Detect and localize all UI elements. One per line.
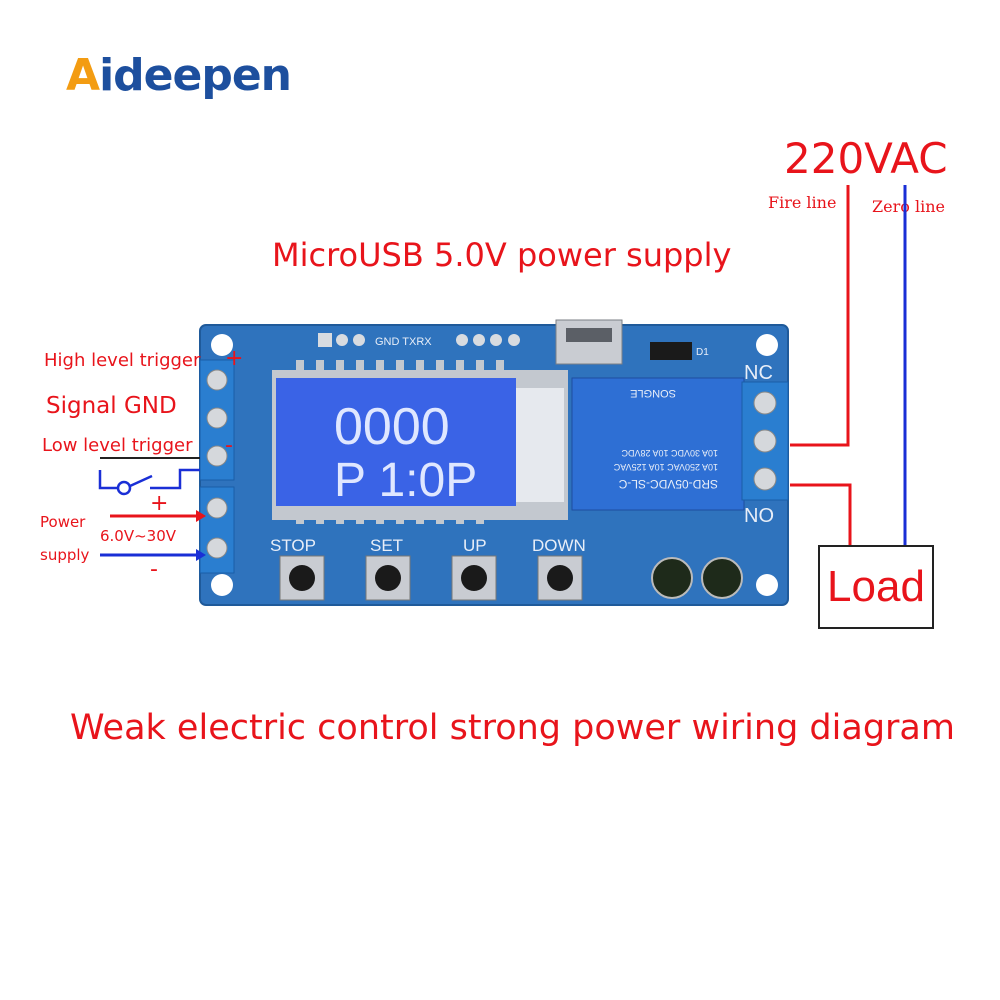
button-label-down: DOWN xyxy=(532,536,586,555)
push-buttons xyxy=(279,555,583,601)
mount-hole xyxy=(756,574,778,596)
fire-line-label: Fire line xyxy=(768,193,837,212)
capacitor xyxy=(701,557,743,599)
load-wire xyxy=(790,483,852,545)
mount-hole xyxy=(211,574,233,596)
power-minus-sign: - xyxy=(150,557,158,582)
mains-voltage-label: 220VAC xyxy=(784,134,948,183)
logo-first-letter: A xyxy=(66,50,100,101)
svg-text:SRD-05VDC-SL-C: SRD-05VDC-SL-C xyxy=(618,477,718,491)
brand-logo: Aideepen xyxy=(66,50,292,101)
relay-nc-label: NC xyxy=(744,362,773,384)
lcd-line-1: 0000 xyxy=(334,398,450,456)
relay-body xyxy=(571,377,745,511)
low-level-trigger-label: Low level trigger xyxy=(42,435,193,456)
svg-text:D1: D1 xyxy=(696,347,709,358)
lcd-screen xyxy=(276,378,516,506)
capacitor xyxy=(651,557,693,599)
button-label-up: UP xyxy=(463,536,487,555)
high-plus-sign: + xyxy=(225,346,244,371)
relay-no-label: NO xyxy=(744,505,774,527)
high-level-trigger-label: High level trigger xyxy=(44,350,201,371)
diode-d1 xyxy=(650,342,692,360)
usb-supply-label: MicroUSB 5.0V power supply xyxy=(272,236,732,274)
button-label-set: SET xyxy=(370,536,404,555)
low-minus-sign: - xyxy=(225,433,233,458)
power-plus-sign: + xyxy=(150,491,169,516)
voltage-range-label: 6.0V~30V xyxy=(100,527,177,545)
switch-contact xyxy=(116,480,132,496)
lcd-line-2: P 1:0P xyxy=(334,454,477,507)
supply-label: supply xyxy=(40,546,90,564)
diagram-caption: Weak electric control strong power wirin… xyxy=(70,708,955,748)
mount-hole xyxy=(756,334,778,356)
signal-gnd-label: Signal GND xyxy=(46,393,177,419)
logo-rest: ideepen xyxy=(99,50,292,101)
load-box: Load xyxy=(818,545,934,629)
zero-line-label: Zero line xyxy=(872,197,945,216)
svg-text:10A 250VAC 10A 125VAC: 10A 250VAC 10A 125VAC xyxy=(613,462,718,472)
button-label-stop: STOP xyxy=(270,536,316,555)
mount-hole xyxy=(211,334,233,356)
power-label: Power xyxy=(40,513,86,531)
svg-text:SONGLE: SONGLE xyxy=(630,387,676,399)
switch-wire xyxy=(98,470,118,490)
fire-wire xyxy=(790,185,850,447)
header-pin-label: GND TXRX xyxy=(375,336,432,348)
svg-text:10A 30VDC 10A 28VDC: 10A 30VDC 10A 28VDC xyxy=(621,448,718,458)
